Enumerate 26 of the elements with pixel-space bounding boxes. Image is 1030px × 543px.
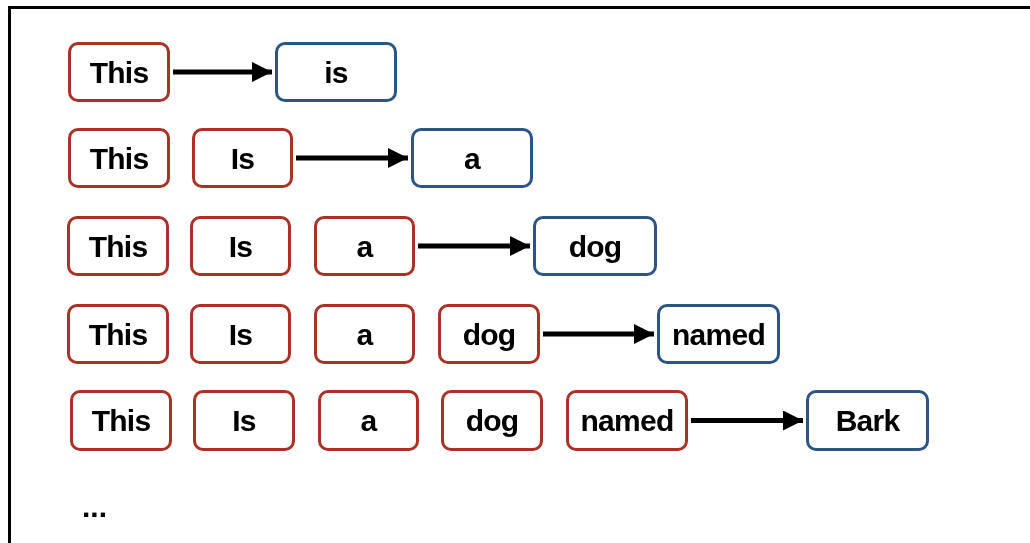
context-word-box: dog: [441, 390, 543, 451]
target-word-box: is: [275, 42, 397, 102]
arrow: [691, 410, 803, 431]
context-word-box: Is: [190, 304, 291, 364]
context-word-box: named: [566, 390, 688, 451]
ellipsis-label: ...: [82, 489, 107, 525]
context-word-box: a: [318, 390, 419, 451]
arrow: [173, 62, 272, 82]
context-word-box: Is: [190, 216, 291, 276]
context-word-box: Is: [192, 128, 293, 188]
context-word-box: This: [68, 128, 170, 188]
target-word-box: named: [657, 304, 780, 364]
target-word-box: dog: [533, 216, 657, 276]
target-word-box: a: [411, 128, 533, 188]
context-word-box: This: [68, 42, 170, 102]
context-word-box: a: [314, 304, 415, 364]
context-word-box: Is: [193, 390, 295, 451]
arrow: [543, 324, 654, 344]
target-word-box: Bark: [806, 390, 929, 451]
context-word-box: This: [70, 390, 172, 451]
arrow: [296, 148, 408, 168]
arrow: [418, 236, 530, 256]
context-word-box: This: [67, 304, 169, 364]
context-word-box: This: [67, 216, 169, 276]
context-word-box: dog: [438, 304, 540, 364]
context-word-box: a: [314, 216, 415, 276]
